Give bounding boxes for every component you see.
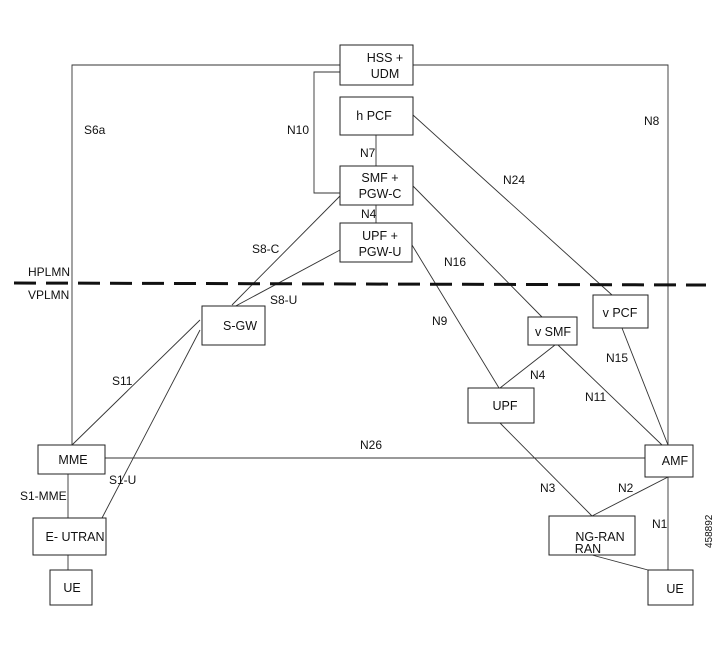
link-upf-ngran <box>499 422 593 517</box>
node-ngran: NG-RAN RAN <box>548 515 636 556</box>
link-hpcf-vpcf <box>412 114 613 296</box>
link-upfpgw-upf <box>411 244 500 389</box>
link-hss-amf <box>413 64 669 445</box>
smf-label-line2: PGW-C <box>359 187 402 201</box>
label-n26: N26 <box>360 438 382 452</box>
node-upf-pgwu: UPF + PGW-U <box>339 222 413 263</box>
upfpgw-label-line1: UPF + <box>362 229 398 243</box>
label-n2: N2 <box>618 481 634 495</box>
node-hss-udm: HSS + UDM <box>339 44 414 86</box>
ue-left-label: UE <box>63 581 80 595</box>
link-amf-ngran <box>591 476 669 517</box>
eutran-label: E- UTRAN <box>45 530 104 544</box>
label-n10: N10 <box>287 123 309 137</box>
hss-label-line2: UDM <box>371 67 399 81</box>
label-n8: N8 <box>644 114 660 128</box>
node-amf: AMF <box>644 444 694 478</box>
upf-label: UPF <box>493 399 518 413</box>
smf-label-line1: SMF + <box>361 171 398 185</box>
interface-labels: S6a N8 N10 N7 N24 N4 S8-C N16 S8-U N9 S1… <box>20 114 668 531</box>
label-s8u: S8-U <box>270 293 297 307</box>
vpcf-label: v PCF <box>603 306 638 320</box>
label-s6a: S6a <box>84 123 106 137</box>
label-s1u: S1-U <box>109 473 136 487</box>
sgw-label: S-GW <box>223 319 257 333</box>
link-ngran-ue <box>591 554 649 571</box>
label-s8c: S8-C <box>252 242 280 256</box>
label-n3: N3 <box>540 481 556 495</box>
ue-right-label: UE <box>666 582 683 596</box>
label-n15: N15 <box>606 351 628 365</box>
label-n4-bottom: N4 <box>530 368 546 382</box>
node-vpcf: v PCF <box>592 294 649 329</box>
link-vsmf-upf <box>499 344 556 389</box>
figure-id: 458892 <box>704 514 715 548</box>
node-vsmf: v SMF <box>527 316 578 346</box>
upfpgw-label-line2: PGW-U <box>359 245 402 259</box>
label-s1mme: S1-MME <box>20 489 67 503</box>
node-sgw: S-GW <box>201 305 266 346</box>
node-smf-pgwc: SMF + PGW-C <box>339 165 414 206</box>
link-sgw-mme <box>71 319 201 446</box>
label-n24: N24 <box>503 173 525 187</box>
node-ue-left: UE <box>49 569 93 606</box>
label-n16: N16 <box>444 255 466 269</box>
label-n9: N9 <box>432 314 448 328</box>
region-label-hplmn: HPLMN <box>28 265 70 279</box>
plmn-boundary-line <box>13 281 707 287</box>
link-sgw-eutran <box>101 329 201 519</box>
hpcf-label: h PCF <box>356 109 392 123</box>
vsmf-label: v SMF <box>535 325 571 339</box>
label-n1: N1 <box>652 517 668 531</box>
link-hss-mme <box>71 64 340 445</box>
node-hpcf: h PCF <box>339 96 414 136</box>
ngran-label-line1: NG-RAN <box>575 530 624 544</box>
node-mme: MME <box>37 444 106 475</box>
label-n7: N7 <box>360 146 376 160</box>
node-eutran: E- UTRAN <box>32 517 107 556</box>
link-vsmf-amf <box>557 344 663 446</box>
label-s11: S11 <box>112 374 133 388</box>
node-upf: UPF <box>467 387 535 424</box>
link-smf-sgw <box>231 195 341 306</box>
link-hss-smf-n10 <box>313 71 340 194</box>
connections <box>67 64 669 571</box>
link-vpcf-amf <box>621 327 669 446</box>
node-ue-right: UE <box>647 569 694 606</box>
hss-label-line1: HSS + <box>367 51 403 65</box>
amf-label: AMF <box>662 454 689 468</box>
label-n11: N11 <box>585 390 606 404</box>
link-upfpgw-sgw <box>231 249 341 309</box>
label-n4-top: N4 <box>361 207 377 221</box>
ngran-label-line2: RAN <box>575 542 601 556</box>
link-smf-vsmf <box>412 185 543 318</box>
region-label-vplmn: VPLMN <box>28 288 69 302</box>
mme-label: MME <box>58 453 87 467</box>
